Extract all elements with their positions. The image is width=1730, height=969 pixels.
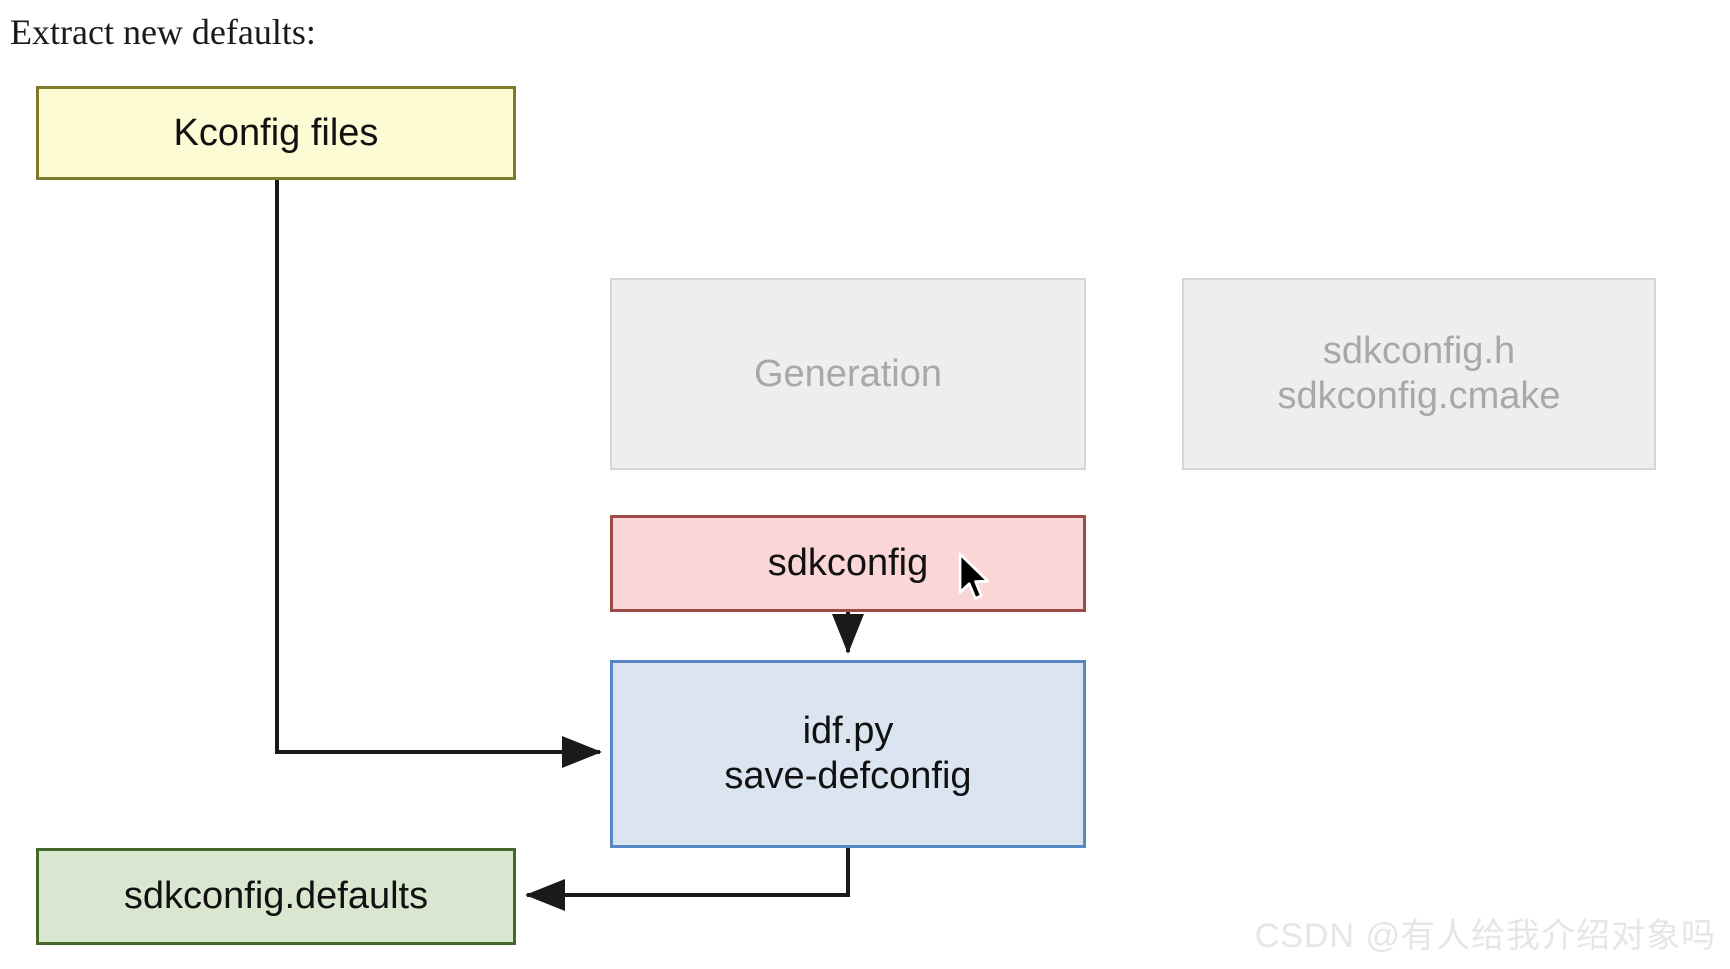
- edge-idfpy-to-defaults: [525, 848, 850, 911]
- node-generation[interactable]: Generation: [610, 278, 1086, 470]
- page-title: Extract new defaults:: [10, 12, 316, 52]
- node-kconfig-files[interactable]: Kconfig files: [36, 86, 516, 180]
- node-sdkconfig[interactable]: sdkconfig: [610, 515, 1086, 612]
- node-sdkconfig-outputs[interactable]: sdkconfig.h sdkconfig.cmake: [1182, 278, 1656, 470]
- edge-kconfig-to-idfpy: [275, 180, 602, 768]
- node-sdkconfig-defaults[interactable]: sdkconfig.defaults: [36, 848, 516, 945]
- mouse-pointer-icon: [958, 552, 990, 600]
- node-idf-py-save-defconfig[interactable]: idf.py save-defconfig: [610, 660, 1086, 848]
- csdn-watermark: CSDN @有人给我介绍对象吗: [1254, 917, 1716, 955]
